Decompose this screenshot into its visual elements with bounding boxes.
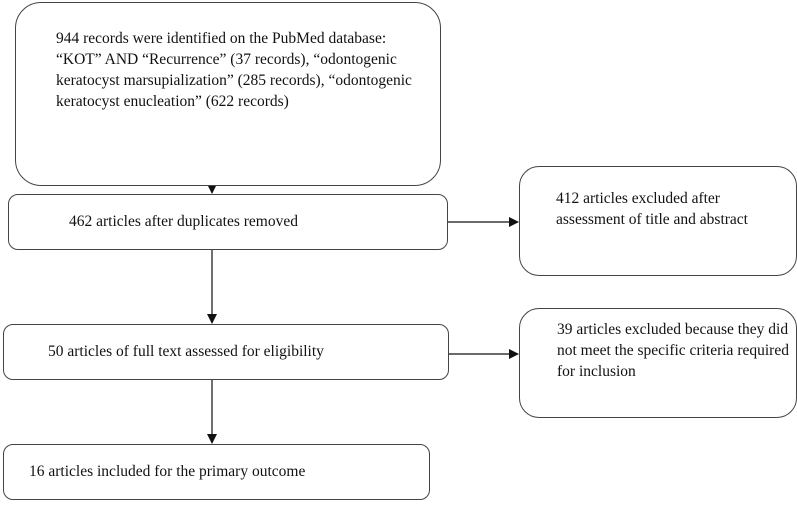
included-box: 16 articles included for the primary out… bbox=[3, 444, 430, 500]
identification-box: 944 records were identified on the PubMe… bbox=[15, 2, 441, 186]
full-text-box: 50 articles of full text assessed for el… bbox=[3, 324, 449, 380]
included-text: 16 articles included for the primary out… bbox=[29, 463, 306, 480]
excluded-title-abstract-box: 412 articles excluded after assessment o… bbox=[519, 166, 797, 276]
excluded-criteria-box: 39 articles excluded because they did no… bbox=[519, 308, 797, 418]
excluded-criteria-text: 39 articles excluded because they did no… bbox=[557, 321, 789, 380]
identification-text: 944 records were identified on the PubMe… bbox=[56, 30, 412, 110]
excluded-title-abstract-text: 412 articles excluded after assessment o… bbox=[556, 190, 748, 228]
full-text-text: 50 articles of full text assessed for el… bbox=[48, 343, 324, 360]
duplicates-removed-box: 462 articles after duplicates removed bbox=[8, 194, 448, 250]
duplicates-removed-text: 462 articles after duplicates removed bbox=[69, 213, 298, 230]
